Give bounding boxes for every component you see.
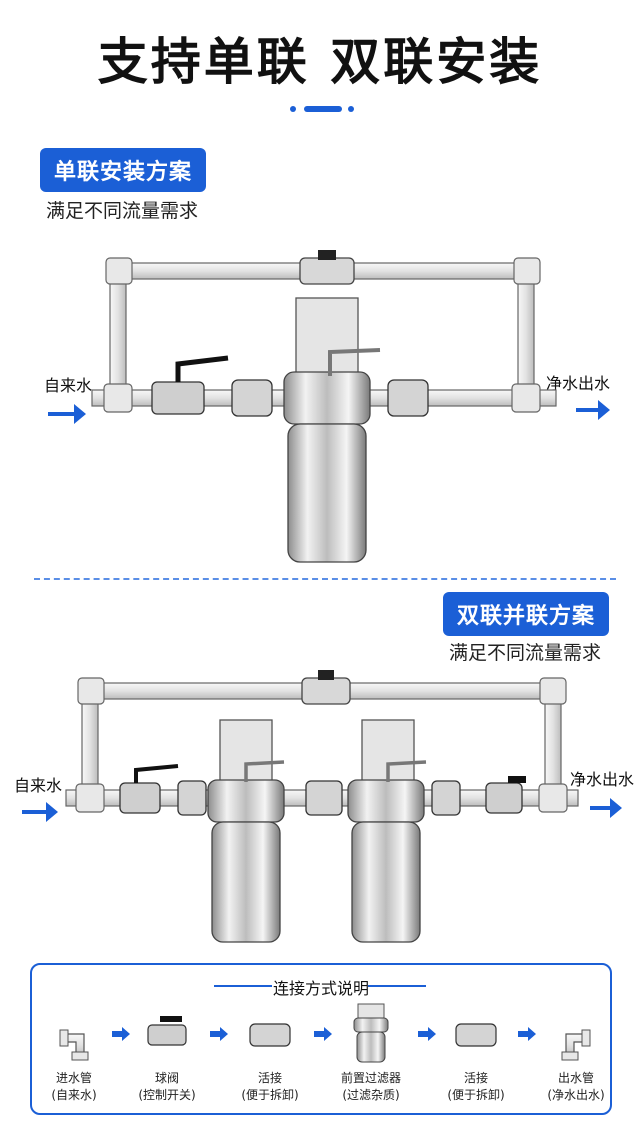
union-fitting [431, 780, 461, 816]
tee-fitting [511, 383, 541, 413]
inlet-arrow-icon [48, 404, 86, 424]
bypass-valve-handle [318, 670, 334, 680]
section-divider [34, 578, 616, 580]
bypass-valve [299, 257, 355, 285]
filter-head [347, 779, 425, 823]
legend-item-union: 活接 (便于拆卸) [431, 1070, 521, 1104]
wall-bracket [295, 297, 359, 381]
flow-arrow-icon [112, 1027, 130, 1041]
bypass-riser-right [544, 689, 562, 799]
filter-housing [351, 821, 421, 943]
union-fitting [387, 379, 429, 417]
legend-item-note: (便于拆卸) [241, 1088, 299, 1102]
legend-item-note: (便于拆卸) [447, 1088, 505, 1102]
filter-housing [287, 423, 367, 563]
legend-title-line [368, 985, 426, 987]
legend-item-union: 活接 (便于拆卸) [225, 1070, 315, 1104]
single-diagram [91, 250, 557, 563]
inlet-arrow-icon [22, 802, 58, 822]
double-diagram [65, 670, 579, 943]
title-decoration-dot [348, 106, 354, 112]
outlet-ball-valve [485, 782, 523, 814]
elbow-fitting [77, 677, 105, 705]
outlet-arrow-icon [576, 400, 610, 420]
inlet-ball-valve [151, 381, 205, 415]
filter-head [207, 779, 285, 823]
legend-item-note: (净水出水) [547, 1088, 605, 1102]
bypass-riser-right [517, 269, 535, 396]
title-decoration-dot [290, 106, 296, 112]
tee-fitting [75, 783, 105, 813]
elbow-fitting [513, 257, 541, 285]
tee-fitting [103, 383, 133, 413]
legend-item-name: 球阀 [154, 1071, 179, 1085]
double-inlet-label: 自来水 [14, 776, 63, 795]
single-outlet-label: 净水出水 [546, 374, 611, 393]
filter-housing [211, 821, 281, 943]
legend-title: 连接方式说明 [272, 979, 369, 998]
bypass-valve [301, 677, 351, 705]
title-decoration-bar [304, 106, 342, 112]
union-fitting [305, 780, 343, 816]
inlet-ball-valve [119, 782, 161, 814]
outlet-arrow-icon [590, 798, 622, 818]
legend-item-name: 前置过滤器 [340, 1071, 401, 1085]
union-icon [249, 1023, 291, 1047]
legend-item-outlet-pipe: 出水管 (净水出水) [531, 1070, 621, 1104]
legend-icons [59, 1003, 591, 1063]
filter-vent [328, 348, 381, 376]
double-install-subtitle: 满足不同流量需求 [449, 642, 602, 664]
flow-arrow-icon [418, 1027, 436, 1041]
ball-valve-handle [175, 355, 229, 382]
union-icon [455, 1023, 497, 1047]
double-outlet-label: 净水出水 [570, 770, 635, 789]
legend-item-name: 活接 [463, 1071, 488, 1085]
bypass-valve-handle [318, 250, 336, 260]
bypass-riser-left [81, 689, 99, 799]
legend-item-note: (自来水) [51, 1088, 97, 1102]
flow-arrow-icon [518, 1027, 536, 1041]
elbow-fitting [539, 677, 567, 705]
ball-valve-icon [147, 1024, 187, 1046]
single-install-subtitle: 满足不同流量需求 [46, 200, 199, 222]
legend-item-note: (控制开关) [138, 1088, 196, 1102]
union-fitting [231, 379, 273, 417]
legend-item-note: (过滤杂质) [342, 1088, 400, 1102]
legend-item-prefilter: 前置过滤器 (过滤杂质) [326, 1070, 416, 1104]
bypass-riser-left [109, 269, 127, 396]
flow-arrow-icon [314, 1027, 332, 1041]
tee-fitting [538, 783, 568, 813]
legend-item-inlet-pipe: 进水管 (自来水) [29, 1070, 119, 1104]
legend-item-name: 出水管 [557, 1071, 594, 1085]
single-install-badge: 单联安装方案 [40, 148, 207, 192]
elbow-fitting [105, 257, 133, 285]
union-fitting [177, 780, 207, 816]
double-install-badge: 双联并联方案 [443, 592, 610, 636]
single-inlet-label: 自来水 [44, 376, 93, 395]
legend-item-name: 进水管 [55, 1071, 92, 1085]
legend-panel [30, 963, 612, 1115]
flow-arrow-icon [210, 1027, 228, 1041]
legend-title-line [214, 985, 272, 987]
legend-item-name: 活接 [257, 1071, 282, 1085]
legend-item-ball-valve: 球阀 (控制开关) [122, 1070, 212, 1104]
page-title: 支持单联 双联安装 [97, 33, 543, 91]
filter-head [283, 371, 371, 425]
